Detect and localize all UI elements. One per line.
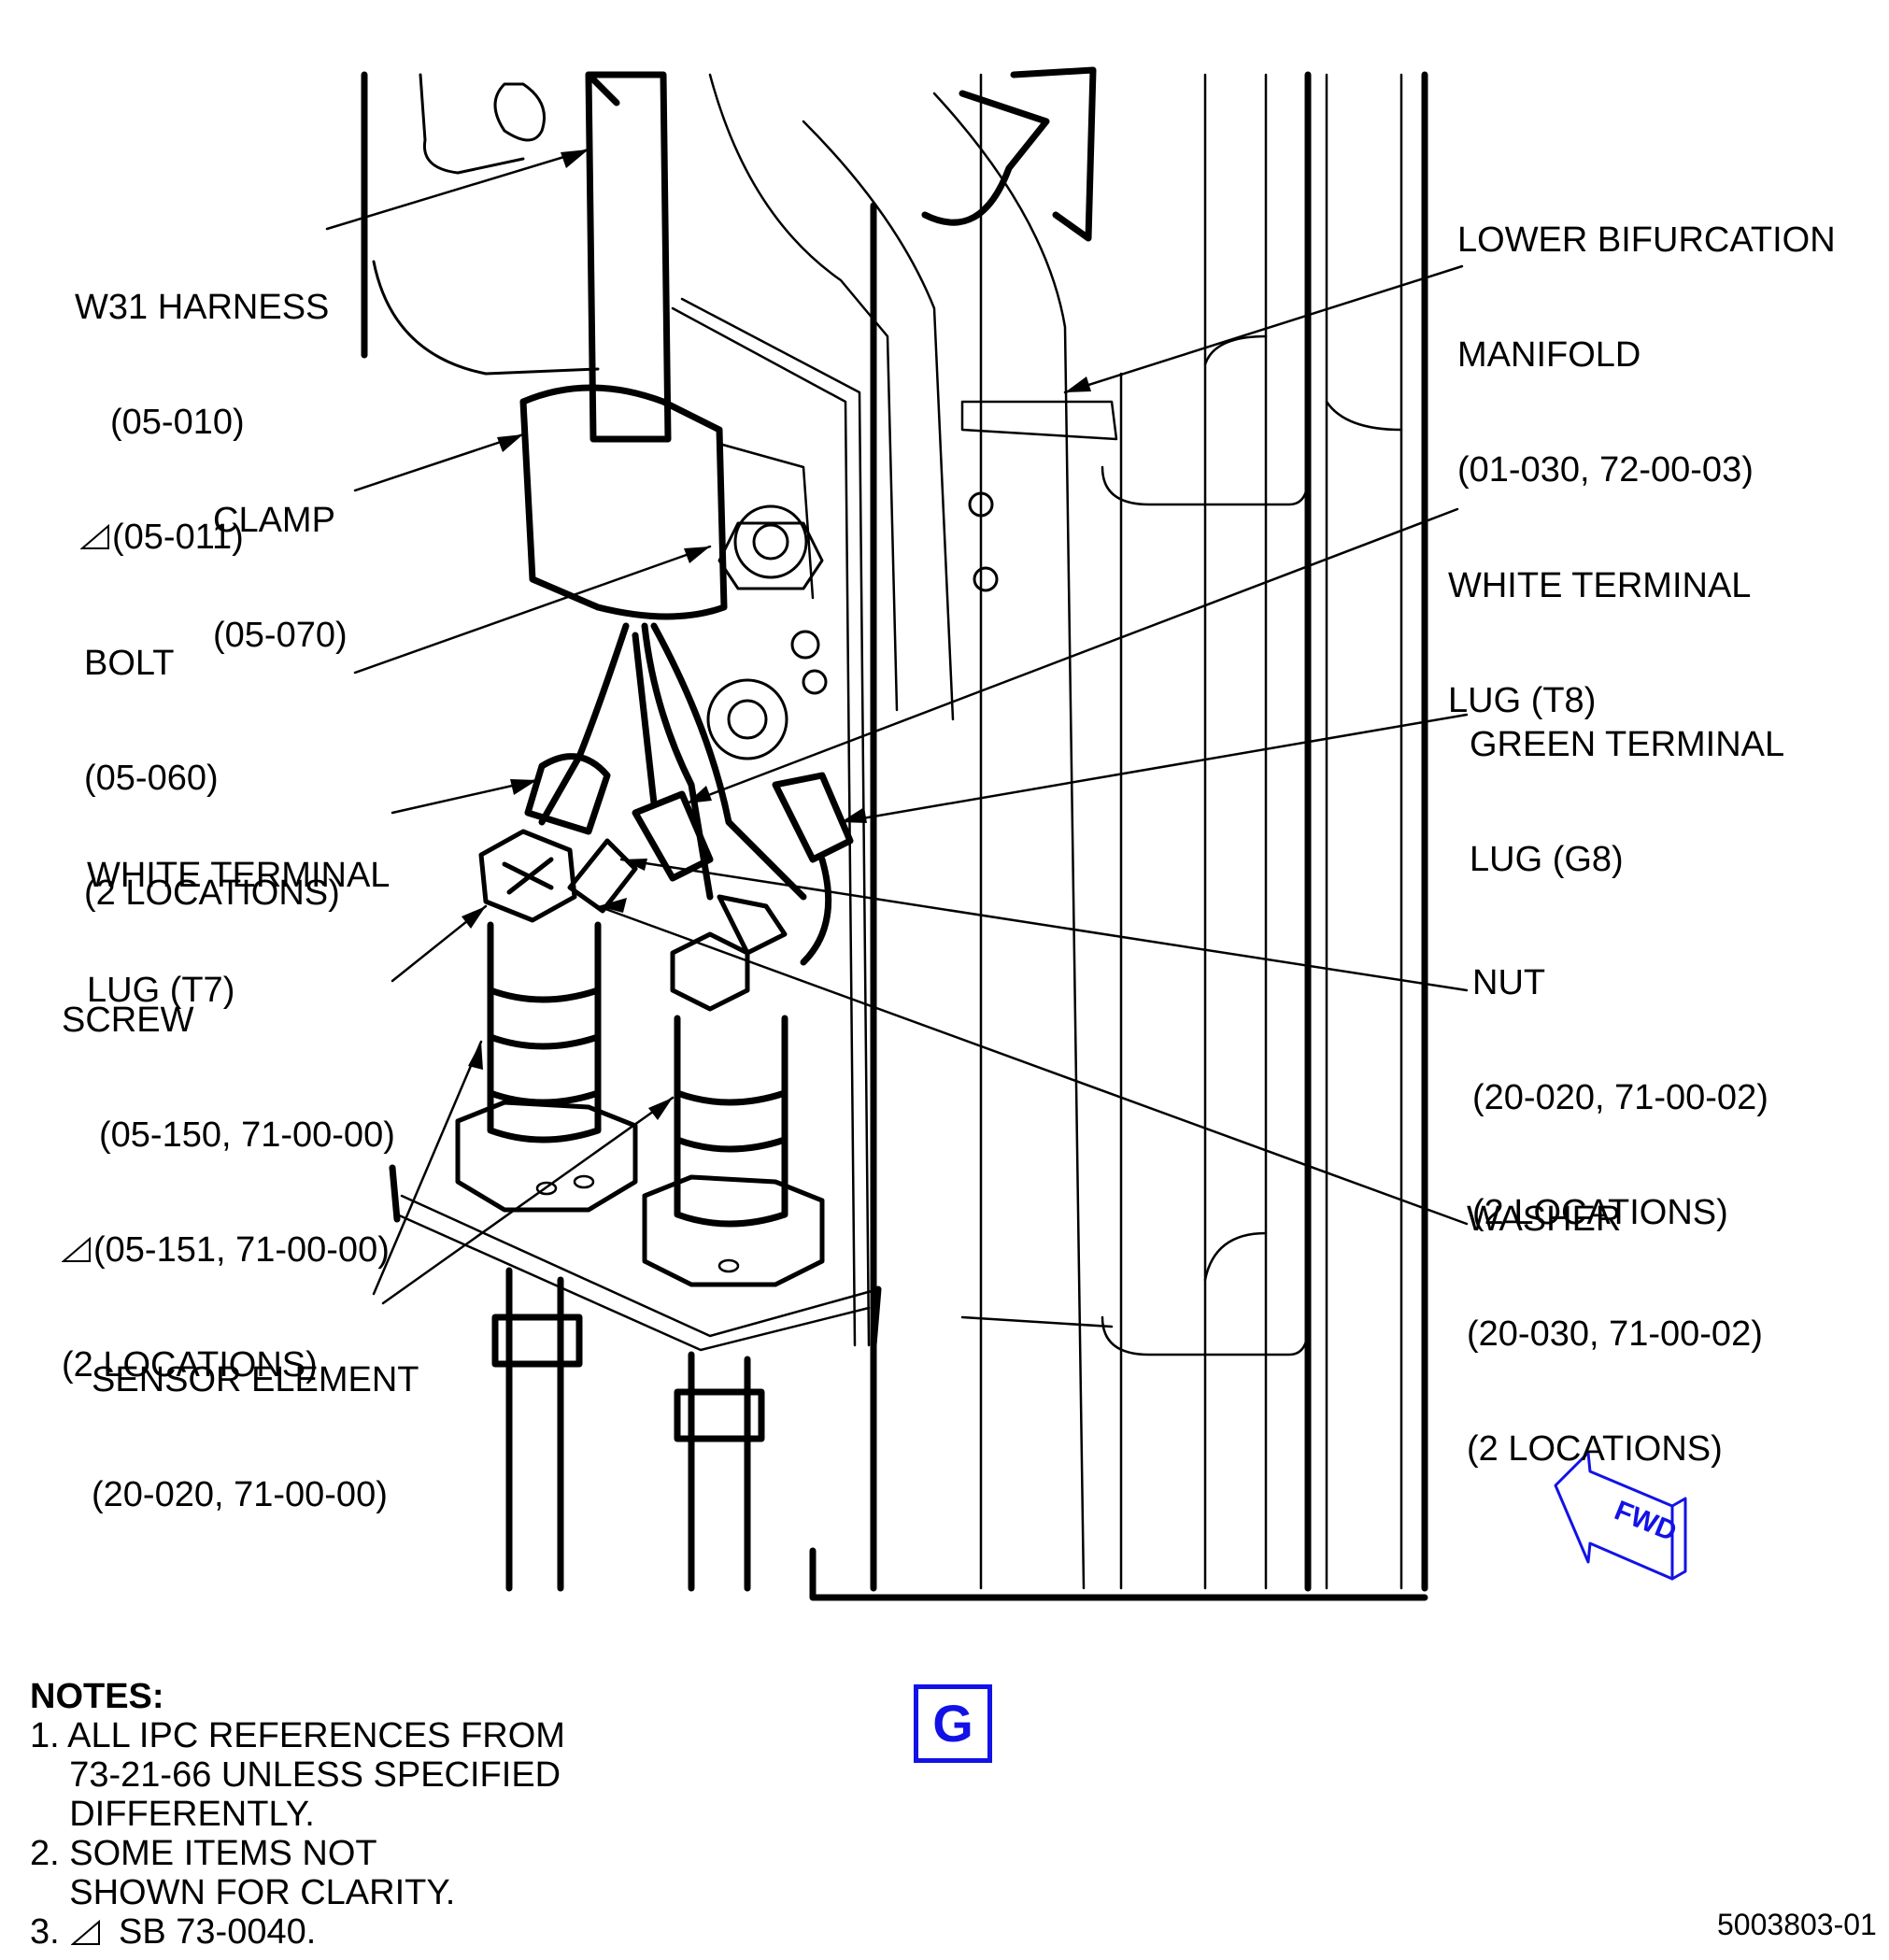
nut [455, 1100, 825, 1287]
note-line: 73-21-66 UNLESS SPECIFIED [30, 1755, 561, 1795]
wires [538, 622, 807, 901]
note-line: DIFFERENTLY. [30, 1795, 315, 1834]
white-terminal-lug-t8-label: WHITE TERMINAL LUG (T8) [1448, 566, 1752, 720]
manifold-tubes [708, 73, 1403, 1590]
note-line: 2. SOME ITEMS NOT [30, 1834, 377, 1873]
white-terminal-lug-t7-label: WHITE TERMINAL LUG (T7) [87, 856, 391, 1010]
leader-lines [325, 148, 1469, 1305]
fwd-arrow-icon: FWD [1554, 1451, 1687, 1581]
notes-block: NOTES: 1. ALL IPC REFERENCES FROM 73-21-… [30, 1677, 565, 1952]
bracket-plate [395, 297, 880, 1352]
screw-sb-ref: (05-151, 71-00-00) [93, 1230, 390, 1270]
revision-triangle-icon [62, 1237, 91, 1262]
white-terminal-lug-t8 [632, 790, 714, 882]
screw [478, 829, 750, 1012]
note-line: 1. ALL IPC REFERENCES FROM [30, 1716, 565, 1755]
green-terminal-lug-g8-label: GREEN TERMINAL LUG (G8) [1470, 725, 1785, 879]
note-3-text: 3. SB 73-0040. [30, 1912, 317, 1952]
washer-label: WASHER (20-030, 71-00-02) (2 LOCATIONS) [1467, 1200, 1763, 1469]
nut-label: NUT (20-020, 71-00-02) (2 LOCATIONS) [1472, 963, 1768, 1232]
green-terminal-lug-g8 [772, 772, 854, 966]
screw-label: SCREW (05-150, 71-00-00) (05-151, 71-00-… [62, 1001, 395, 1385]
figure-id: 5003803-01 [1717, 1908, 1877, 1941]
revision-triangle-icon [80, 524, 109, 549]
note-line: 3. SB 73-0040. [30, 1912, 565, 1952]
lower-bifurcation-manifold-label: LOWER BIFURCATION MANIFOLD (01-030, 72-0… [1457, 220, 1836, 490]
bolt [717, 504, 824, 590]
w31-harness-sb-ref: (05-011) [112, 518, 244, 557]
w31-harness-label: W31 HARNESS (05-010) (05-011) [75, 288, 330, 557]
view-letter-badge: G [914, 1684, 992, 1763]
revision-triangle-icon [71, 1920, 100, 1945]
note-line: SHOWN FOR CLARITY. [30, 1873, 456, 1912]
sensor-element [487, 921, 788, 1228]
notes-title: NOTES: [30, 1677, 164, 1716]
w31-harness [519, 71, 728, 620]
bolt-label: BOLT (05-060) (2 LOCATIONS) [84, 644, 340, 913]
sensor-element-label: SENSOR ELEMENT (20-020, 71-00-00) [92, 1360, 419, 1514]
sensor-probe [491, 1267, 765, 1592]
white-terminal-lug-t7 [524, 753, 611, 835]
clamp-label: CLAMP (05-070) [213, 501, 348, 655]
